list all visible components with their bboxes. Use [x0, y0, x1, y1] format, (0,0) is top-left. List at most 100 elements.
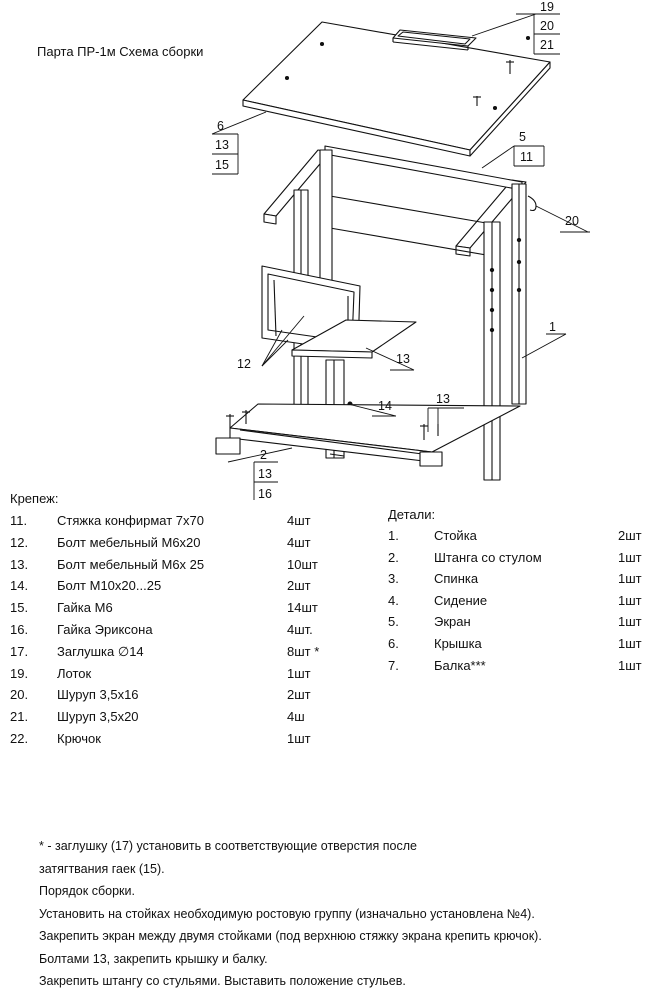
detail-qty: 2шт: [618, 528, 642, 543]
note-line: * - заглушку (17) установить в соответст…: [39, 839, 417, 853]
fastener-qty: 14шт: [287, 600, 318, 616]
detail-name: Сидение: [434, 592, 488, 608]
fastener-qty: 2шт: [287, 687, 311, 703]
fastener-num: 21.: [10, 709, 29, 725]
detail-qty: 1шт: [618, 571, 642, 587]
page-title: Парта ПР-1м Схема сборки: [37, 44, 204, 59]
detail-row: 7. Балка*** 1шт: [0, 658, 656, 678]
detail-name: Крышка: [434, 636, 482, 651]
callout-lid-13: 13: [215, 138, 229, 152]
fastener-row: 21. Шуруп 3,5х20 4ш: [0, 709, 656, 729]
fastener-num: 12.: [10, 534, 29, 550]
note-line: Болтами 13, закрепить крышку и балку.: [39, 951, 268, 966]
callout-lid-15: 15: [215, 158, 229, 172]
fastener-row: 12. Болт мебельный М6х20 4шт: [0, 535, 656, 555]
lid-part: [242, 21, 551, 157]
callout-handle-20: 20: [540, 19, 554, 33]
callout-handle-21: 21: [540, 38, 554, 52]
detail-qty: 1шт: [618, 657, 642, 673]
fastener-row: 11. Стяжка конфирмат 7х70 4шт: [0, 513, 656, 533]
callout-screen-11: 11: [520, 150, 533, 164]
fastener-name: Стяжка конфирмат 7х70: [57, 513, 204, 528]
callout-lid-6: 6: [217, 119, 224, 133]
note-line: Порядок сборки.: [39, 884, 135, 898]
fastener-name: Шуруп 3,5х16: [57, 687, 139, 703]
fastener-name: Шуруп 3,5х20: [57, 709, 139, 725]
fastener-name: Болт М10х20...25: [57, 578, 162, 594]
fastener-row: 16. Гайка Эриксона 4шт.: [0, 622, 656, 642]
callout-bar-2: 2: [260, 448, 267, 462]
fastener-qty: 10шт: [287, 556, 318, 572]
detail-name: Балка***: [434, 657, 486, 673]
fastener-num: 11.: [10, 513, 28, 528]
fastener-qty: 4шт.: [287, 622, 313, 637]
detail-name: Экран: [434, 614, 471, 630]
detail-qty: 1шт: [618, 549, 642, 565]
fastener-num: 14.: [10, 578, 29, 594]
detail-qty: 1шт: [618, 592, 642, 608]
callout-bar-16: 16: [258, 487, 272, 501]
fastener-qty: 4шт: [287, 534, 311, 550]
detail-name: Стойка: [434, 528, 477, 543]
detail-num: 5.: [388, 614, 399, 630]
detail-name: Спинка: [434, 571, 479, 587]
fastener-name: Гайка Эриксона: [57, 622, 153, 637]
fastener-num: 13.: [10, 556, 29, 572]
callout-bar-13: 13: [258, 467, 272, 481]
assembly-drawing: [211, 13, 590, 500]
chair-part: [261, 265, 417, 459]
fastener-name: Заглушка ∅14: [57, 643, 144, 659]
fastener-num: 15.: [10, 600, 29, 616]
fastener-name: Лоток: [57, 665, 92, 681]
fastener-num: 20.: [10, 687, 29, 703]
fastener-name: Гайка М6: [57, 600, 113, 616]
callout-base-bolts-13: 13: [436, 392, 450, 406]
detail-qty: 1шт: [618, 614, 642, 630]
callout-post-1: 1: [549, 320, 556, 334]
fastener-name: Болт мебельный М6х20: [57, 534, 201, 550]
fastener-num: 16.: [10, 622, 29, 637]
fastener-qty: 1шт: [287, 665, 311, 681]
detail-qty: 1шт: [618, 636, 642, 651]
callout-hook-20: 20: [565, 214, 579, 228]
detail-num: 4.: [388, 592, 399, 608]
detail-row: 5. Экран 1шт: [0, 614, 656, 634]
screw-icon: [473, 60, 514, 106]
callout-seat-bolts-12: 12: [237, 357, 251, 371]
fastener-name: Крючок: [57, 731, 101, 746]
fastener-row: 22. Крючок 1шт: [0, 731, 656, 751]
frame-part: [263, 145, 537, 481]
fastener-qty: 4ш: [287, 709, 305, 725]
handle-part: [392, 29, 477, 51]
fastener-num: 17.: [10, 643, 29, 659]
fastener-row: 17. Заглушка ∅14 8шт *: [0, 644, 656, 664]
leader-lines: [211, 13, 590, 500]
detail-row: 3. Спинка 1шт: [0, 571, 656, 591]
note-line: затягтвания гаек (15).: [39, 861, 165, 876]
fastener-name: Болт мебельный М6х 25: [57, 556, 205, 572]
fastener-qty: 8шт *: [287, 643, 320, 659]
detail-row: 1. Стойка 2шт: [0, 528, 656, 548]
fastener-row: 15. Гайка М6 14шт: [0, 600, 656, 620]
fastener-row: 13. Болт мебельный М6х 25 10шт: [0, 557, 656, 577]
detail-num: 2.: [388, 549, 399, 565]
fastener-num: 22.: [10, 731, 29, 746]
detail-num: 3.: [388, 571, 399, 587]
note-line: Закрепить экран между двумя стойками (по…: [39, 929, 542, 943]
fastener-row: 19. Лоток 1шт: [0, 666, 656, 686]
detail-num: 1.: [388, 528, 399, 543]
detail-num: 7.: [388, 657, 399, 673]
fastener-row: 20. Шуруп 3,5х16 2шт: [0, 687, 656, 707]
callout-seat-bolt-13: 13: [396, 352, 410, 366]
fastener-qty: 4шт: [287, 513, 311, 528]
fasteners-heading: Крепеж:: [10, 491, 59, 506]
note-line: Закрепить штангу со стульями. Выставить …: [39, 974, 406, 988]
fastener-num: 19.: [10, 665, 29, 681]
fastener-qty: 1шт: [287, 731, 311, 746]
details-heading: Детали:: [388, 507, 436, 522]
callout-screen-5: 5: [519, 130, 526, 144]
detail-row: 4. Сидение 1шт: [0, 593, 656, 613]
